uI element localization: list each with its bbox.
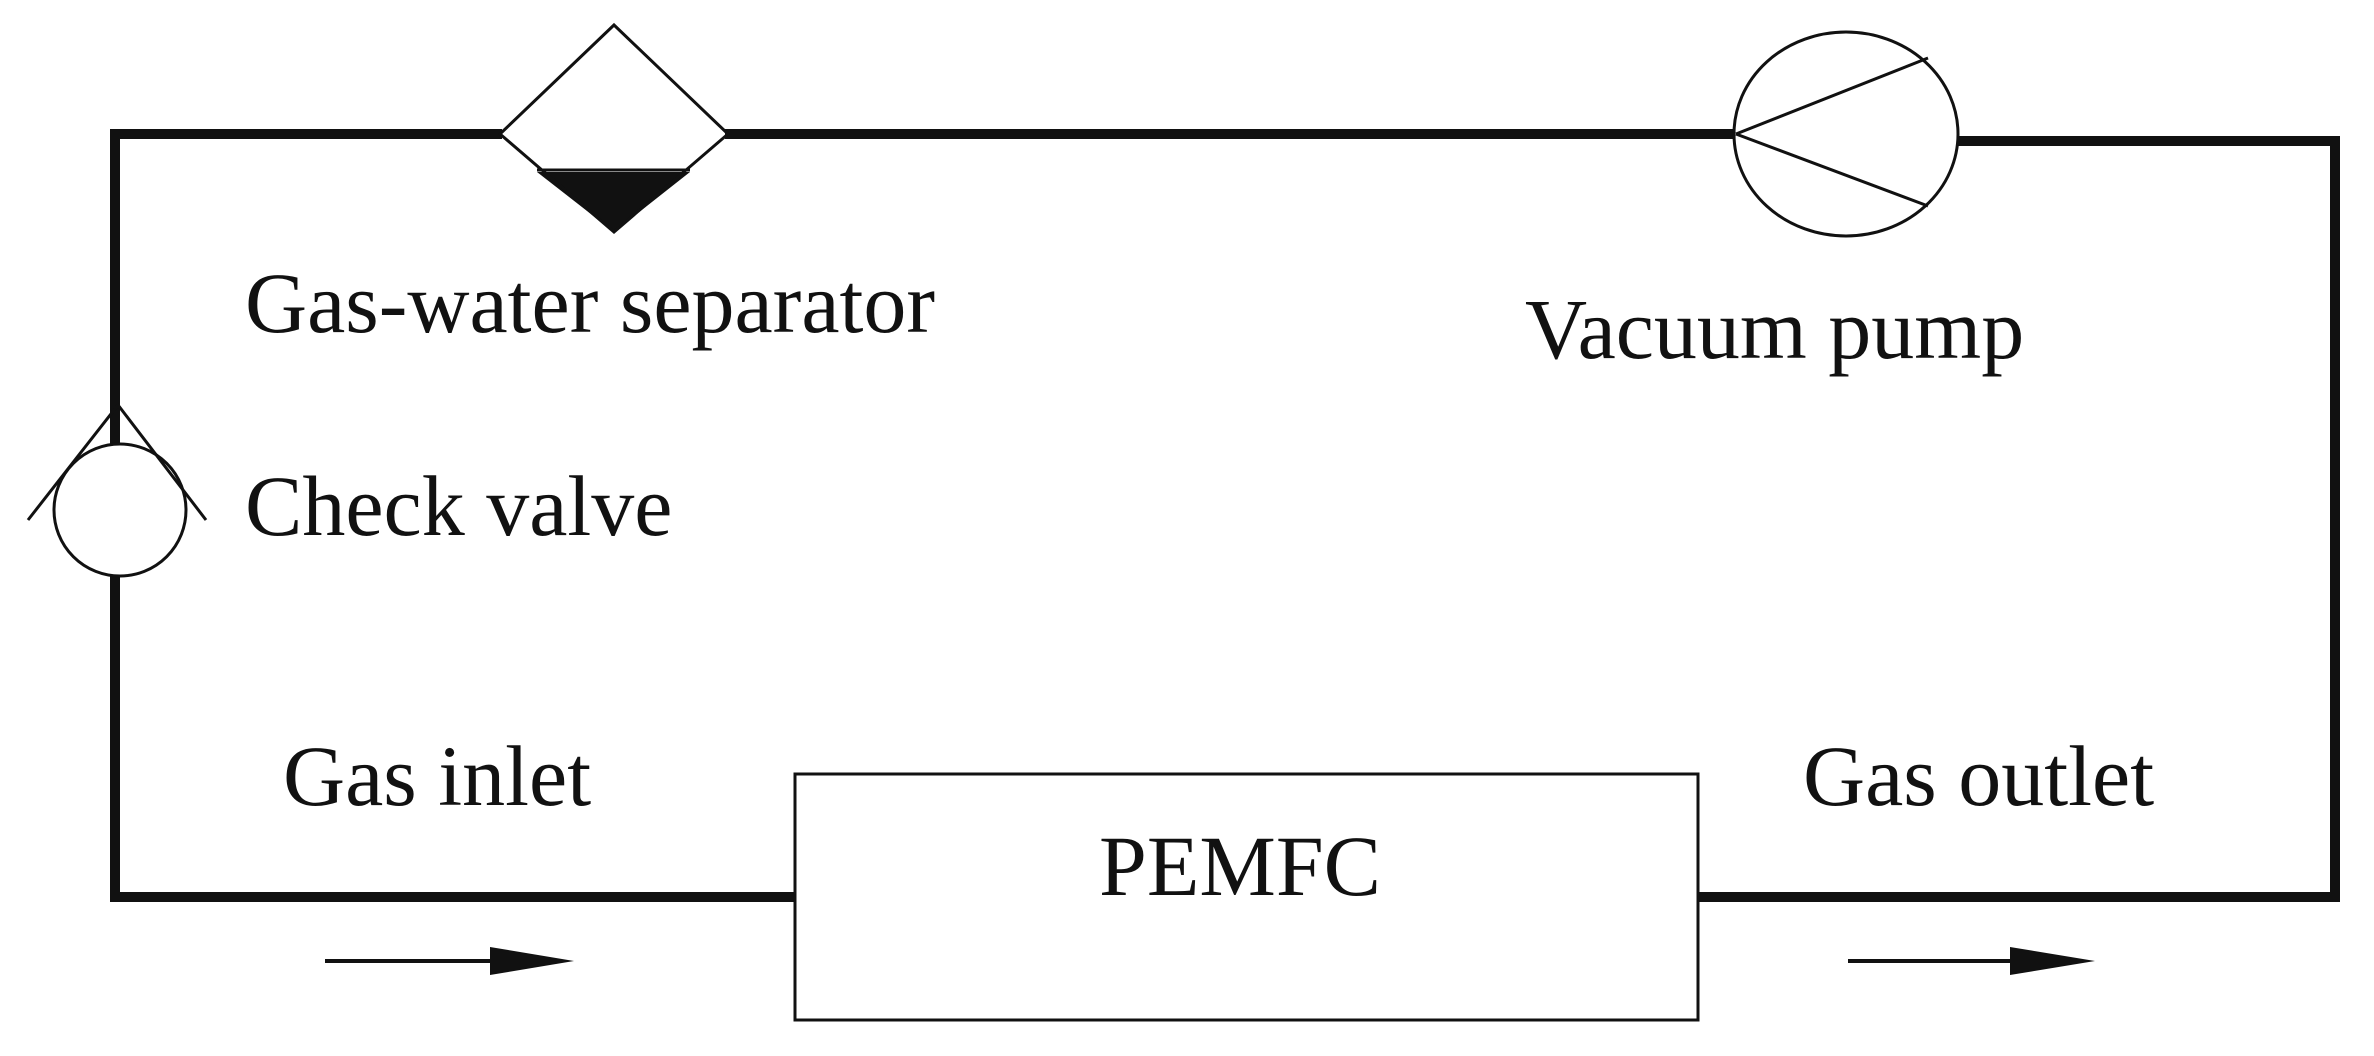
inlet-arrow-head [490,947,574,975]
pemfc-label: PEMFC [1099,818,1381,914]
pipe-loop [110,129,2340,902]
pump-wedge-lower [1735,132,1929,208]
separator-diamond [497,22,731,234]
separator-liquid [537,172,690,232]
outlet-arrow-head [2010,947,2095,975]
gas-outlet-label: Gas outlet [1803,728,2154,824]
check-valve-seat [26,402,208,521]
pump-circle [1732,30,1960,238]
check-valve-label: Check valve [245,458,672,554]
gas-inlet-label: Gas inlet [283,728,591,824]
vacuum-pump-symbol [1732,30,1960,238]
check-valve-symbol [26,402,208,578]
pemfc-box [793,772,1700,1022]
separator-label: Gas-water separator [245,255,935,351]
gas-water-separator-symbol [497,22,731,234]
pump-label: Vacuum pump [1525,281,2024,377]
inlet-flow-arrow [325,947,574,975]
outlet-flow-arrow [1848,947,2095,975]
pump-wedge-upper [1735,56,1929,136]
check-valve-ball [52,442,188,578]
